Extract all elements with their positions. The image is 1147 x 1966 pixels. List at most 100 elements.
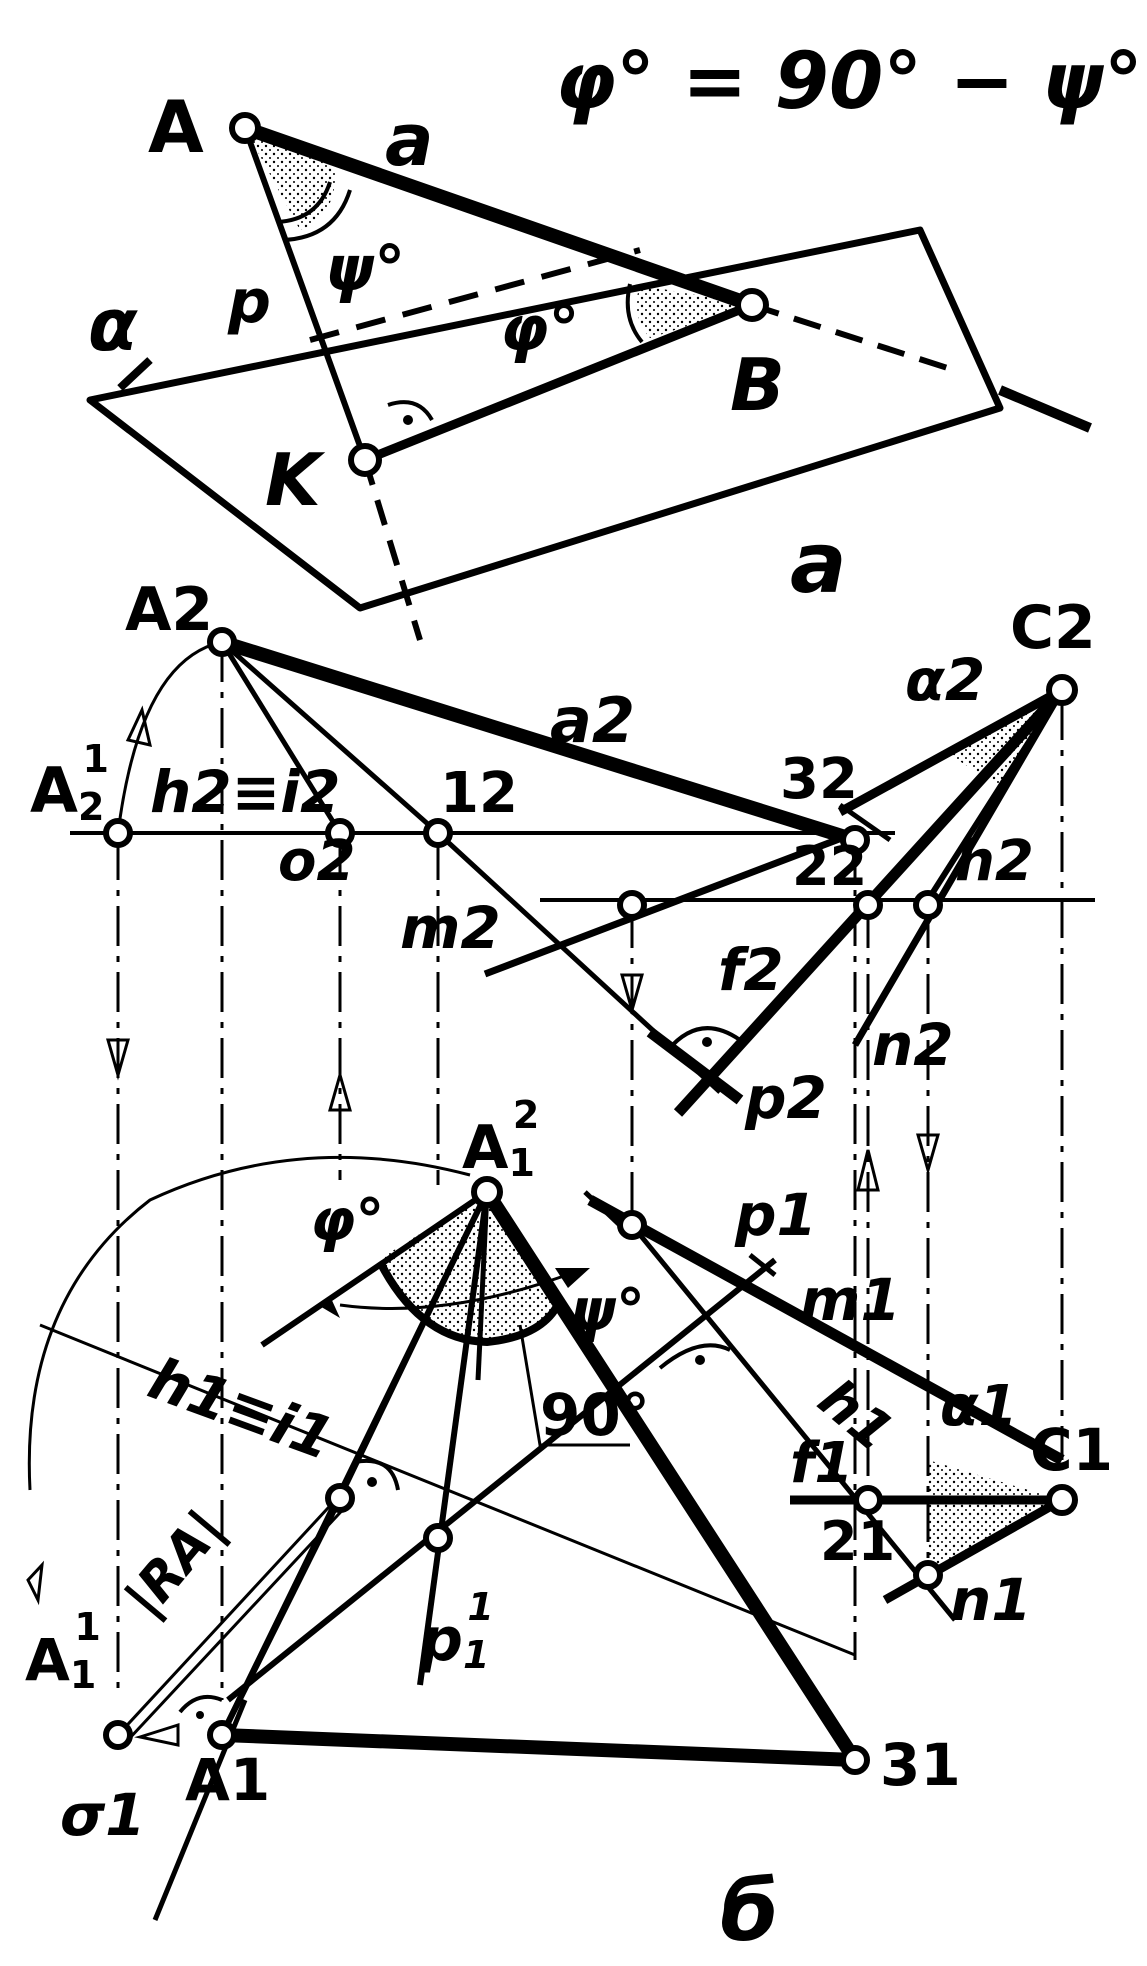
line-p-hidden: [362, 459, 423, 641]
arrow-up-22: [856, 1149, 880, 1192]
label-32: 32: [780, 747, 858, 812]
arrow-down-n: [916, 1133, 940, 1176]
label-C2: C2: [1010, 593, 1096, 663]
line-n1: [882, 1496, 1065, 1604]
line-p1: [226, 1257, 777, 1703]
label-A21: A21: [30, 737, 109, 829]
arrow-down-1: [106, 1038, 130, 1081]
label-31: 31: [880, 1731, 961, 1799]
angle-phi-shading: [636, 285, 752, 338]
angle-psi-arc: [276, 181, 332, 224]
arrow-arc-90: [555, 1268, 590, 1288]
right-angle-dot-p2: [702, 1037, 712, 1047]
right-angle-dot-k: [403, 415, 413, 425]
label-p1: p1: [734, 1181, 817, 1249]
label-90: 90°: [540, 1381, 650, 1449]
label-22: 22: [792, 835, 867, 898]
tick-p1: [748, 1253, 777, 1277]
label-A1: A1: [185, 1746, 270, 1814]
arc-rotation: [27, 1155, 471, 1491]
arc-A2-A21: [116, 640, 223, 834]
label-a2: a2: [550, 684, 635, 757]
label-p: p: [227, 267, 271, 337]
right-angle-dot-o1: [367, 1477, 377, 1487]
label-m1: m1: [800, 1266, 901, 1334]
line-a: [238, 121, 759, 312]
label-h1-eq-i1: h1≡i1: [140, 1344, 342, 1473]
line-phi-ray: [260, 1189, 489, 1348]
label-A12: A12: [462, 1093, 539, 1185]
line-p2-bold: [646, 1027, 744, 1105]
angle-psi-arc-2: [282, 189, 352, 242]
label-B: B: [730, 343, 785, 427]
line-a-end: [998, 385, 1092, 433]
label-phi: φ°: [500, 292, 580, 365]
label-alpha1: α1: [940, 1374, 1017, 1439]
label-h2: h2: [955, 829, 1034, 894]
label-RA: |RA|: [114, 1499, 236, 1628]
line-A12-p11: [417, 1191, 490, 1686]
label-n2: n2: [872, 1011, 954, 1079]
plane-alpha: [86, 226, 1004, 612]
right-angle-A1: [178, 1695, 223, 1714]
point-B: [735, 288, 769, 322]
line-p: [242, 126, 368, 462]
line-A1-31: [215, 1728, 862, 1767]
dashed-trace: [309, 247, 641, 343]
sector-phi-psi: [378, 1192, 560, 1340]
label-n1: n1: [950, 1566, 1032, 1634]
right-angle-o1: [354, 1458, 400, 1491]
label-12: 12: [440, 761, 518, 826]
label-h2-eq-i2: h2≡i2: [150, 758, 340, 826]
formula: φ° = 90° − ψ°: [555, 37, 1143, 127]
caption-b: б: [720, 1862, 779, 1960]
label-21: 21: [820, 1510, 895, 1573]
arrow-up-o2: [328, 1069, 352, 1112]
right-angle-k: [387, 400, 434, 422]
label-p11: p11: [419, 1585, 494, 1677]
line-psi-ray: [475, 1191, 490, 1381]
label-A11: A11: [25, 1605, 101, 1697]
label-a: a: [385, 98, 434, 182]
projection-points: [103, 627, 1078, 1775]
label-f1: f1: [790, 1431, 853, 1496]
tick-32: [838, 802, 892, 843]
line-h1-mid: [630, 1223, 957, 1622]
arrow-A2-arc: [125, 705, 152, 747]
plane-alpha1-shading: [928, 1460, 1062, 1570]
arrow-RA: [134, 1722, 180, 1747]
line-A2-12: [220, 640, 440, 835]
line-a-hidden: [751, 302, 961, 375]
line-RA-a: [116, 1493, 342, 1737]
right-angle-dot-m1: [695, 1355, 705, 1365]
line-RA-b: [126, 1500, 352, 1742]
label-phi-b: φ°: [310, 1186, 384, 1254]
label-K: K: [265, 438, 326, 522]
point-K: [348, 443, 382, 477]
line-m1: [587, 1195, 1065, 1465]
caption-a: а: [790, 514, 847, 612]
right-angle-m1: [658, 1343, 731, 1370]
label-psi-b: ψ°: [570, 1276, 645, 1344]
line-A2-o2: [219, 640, 343, 835]
right-angle-dot-A1: [196, 1711, 204, 1719]
drawing-part-b: A2 a2 C2 α2 A21 h2≡i2 12 32 o2 22 h2 m2 …: [25, 575, 1113, 1960]
right-angle-p2: [666, 1026, 742, 1052]
label-sigma1: σ1: [60, 1781, 146, 1849]
label-alpha: α: [88, 283, 138, 367]
label-o2: o2: [278, 829, 355, 894]
arrow-arc-left: [26, 1560, 45, 1606]
arrow-down-m2: [620, 973, 644, 1016]
label-psi: ψ°: [325, 232, 405, 305]
label-m2: m2: [400, 894, 501, 962]
line-kb: [363, 300, 754, 465]
angle-phi-arc: [625, 283, 644, 344]
label-p2: p2: [744, 1064, 827, 1132]
label-A2: A2: [125, 575, 213, 645]
sketch-part-a: φ° = 90° − ψ° A a α p ψ° φ° B K а: [86, 37, 1143, 641]
label-f2: f2: [718, 936, 784, 1004]
line-A12-31: [480, 1185, 862, 1767]
label-alpha2: α2: [905, 646, 985, 714]
line-C2-h2end: [925, 688, 1065, 902]
